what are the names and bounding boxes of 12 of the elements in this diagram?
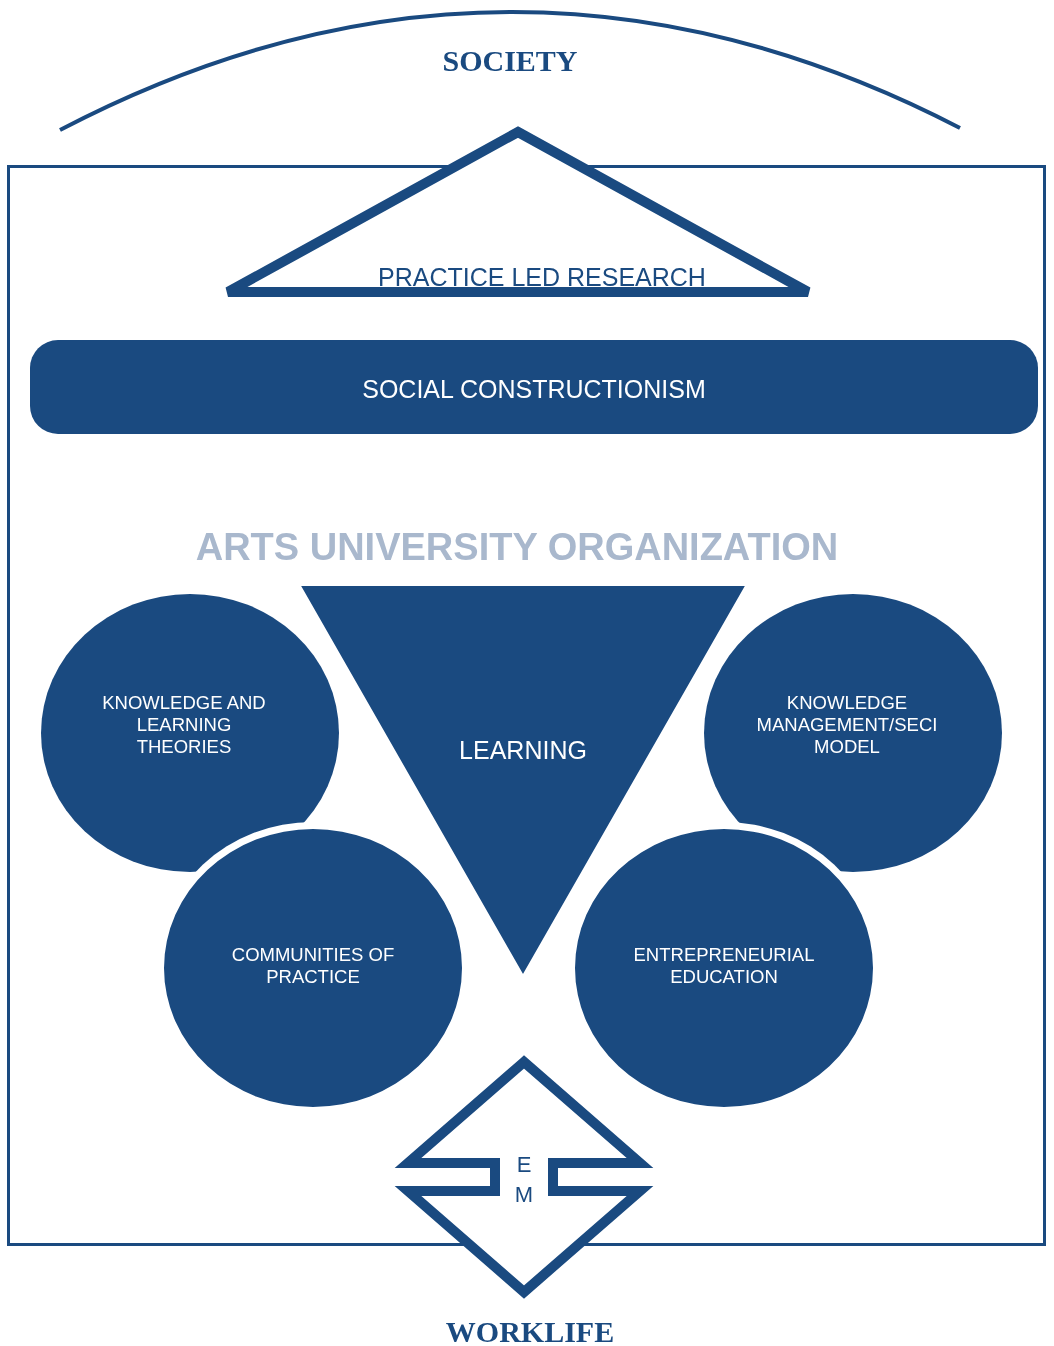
node-label: PRACTICE LED RESEARCH (377, 262, 707, 292)
node-label: SOCIAL CONSTRUCTIONISM (361, 374, 707, 404)
context-label: WORKLIFE (444, 1315, 616, 1346)
node-label: E M (513, 1151, 535, 1209)
node-label: COMMUNITIES OF PRACTICE (230, 944, 396, 989)
node-label: LEARNING (458, 735, 588, 765)
node-label: KNOWLEDGE AND LEARNING THEORIES (101, 692, 267, 759)
context-label: SOCIETY (441, 44, 579, 78)
node-label: ENTREPRENEURIAL EDUCATION (632, 944, 816, 989)
node-label: KNOWLEDGE MANAGEMENT/SECI MODEL (755, 692, 939, 759)
foundation-band (30, 340, 1038, 434)
frame-title: ARTS UNIVERSITY ORGANIZATION (194, 525, 840, 570)
